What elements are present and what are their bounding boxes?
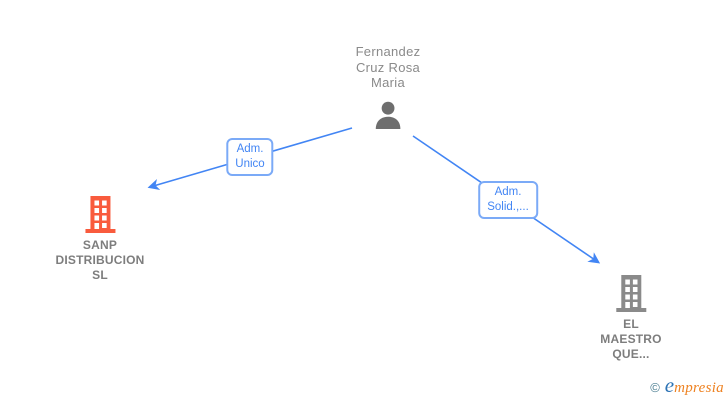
- person-icon: [375, 101, 401, 129]
- building-icon: [84, 196, 115, 233]
- building-icon: [616, 275, 646, 312]
- edge-label-adm-unico[interactable]: Adm. Unico: [226, 138, 274, 176]
- company-name: SANP DISTRIBUCION SL: [55, 238, 145, 282]
- company-name: EL MAESTRO QUE...: [600, 317, 662, 361]
- node-person-fernandez-cruz-rosa-maria[interactable]: Fernandez Cruz Rosa Maria: [356, 44, 421, 129]
- brand-name-initial: e: [664, 373, 675, 397]
- node-company-sanp-distribucion-sl[interactable]: SANP DISTRIBUCION SL: [55, 196, 144, 283]
- brand-name: mpresia: [674, 380, 724, 396]
- person-name: Fernandez Cruz Rosa Maria: [355, 44, 421, 90]
- brand-logo[interactable]: © e mpresia: [650, 373, 724, 397]
- edge-label-adm-solid[interactable]: Adm. Solid.,...: [478, 181, 538, 219]
- node-company-el-maestro-que[interactable]: EL MAESTRO QUE...: [600, 275, 662, 362]
- copyright-icon: ©: [650, 380, 660, 395]
